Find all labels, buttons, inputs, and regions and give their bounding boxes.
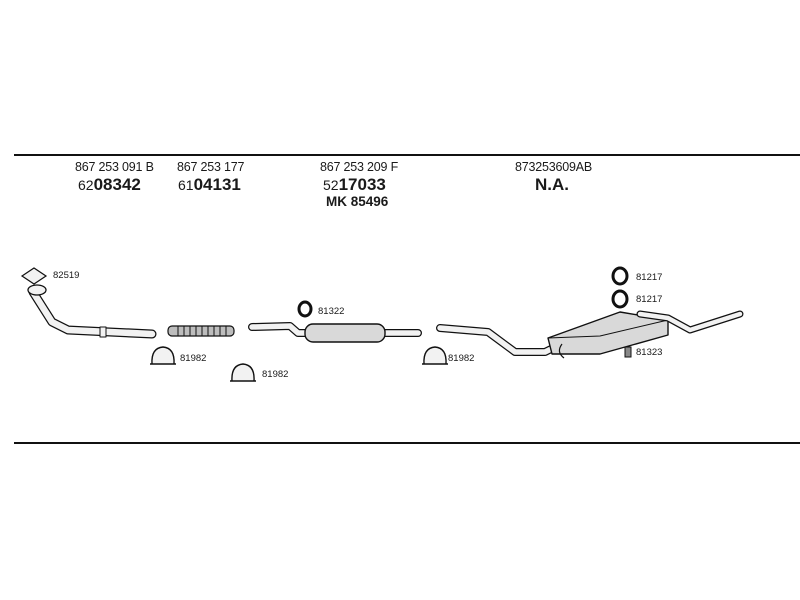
- clamp-icon: [150, 346, 176, 365]
- ring-icon: [611, 289, 629, 309]
- ring-label: 81217: [636, 272, 663, 283]
- part-1-oe-number: 867 253 091 B: [75, 160, 154, 174]
- clamp-icon: [230, 363, 256, 382]
- gasket-label: 82519: [53, 270, 80, 281]
- part-3-code: 5217033: [323, 175, 386, 195]
- clamp-label: 81982: [262, 369, 289, 380]
- hanger-label: 81323: [636, 347, 663, 358]
- part-2-code: 6104131: [178, 175, 241, 195]
- clamp-icon: [422, 346, 448, 365]
- ring-label: 81217: [636, 294, 663, 305]
- part-2-code-main: 04131: [193, 175, 241, 194]
- rear-silencer: [547, 310, 744, 359]
- ring-icon: [297, 300, 313, 318]
- part-1-code-main: 08342: [93, 175, 141, 194]
- part-1-code-prefix: 62: [78, 177, 94, 193]
- part-3-oe-number: 867 253 209 F: [320, 160, 399, 174]
- part-2-code-prefix: 61: [178, 177, 194, 193]
- bottom-divider: [14, 442, 800, 444]
- part-4-oe-number: 873253609AB: [515, 160, 593, 174]
- part-3-code-prefix: 52: [323, 177, 339, 193]
- flex-pipe: [167, 325, 235, 337]
- part-4-code: N.A.: [535, 175, 569, 194]
- middle-silencer: [248, 322, 422, 343]
- ring-icon: [611, 266, 629, 286]
- hanger-icon: [624, 346, 632, 358]
- part-3-code-main: 17033: [338, 175, 386, 194]
- top-divider: [14, 154, 800, 156]
- part-3-mk-number: MK 85496: [326, 194, 389, 209]
- clamp-label: 81982: [180, 353, 207, 364]
- gasket-icon: [20, 267, 48, 285]
- front-pipe: [27, 284, 157, 339]
- ring-label: 81322: [318, 306, 345, 317]
- clamp-label: 81982: [448, 353, 475, 364]
- part-1-code: 6208342: [78, 175, 141, 195]
- part-2-oe-number: 867 253 177: [177, 160, 245, 174]
